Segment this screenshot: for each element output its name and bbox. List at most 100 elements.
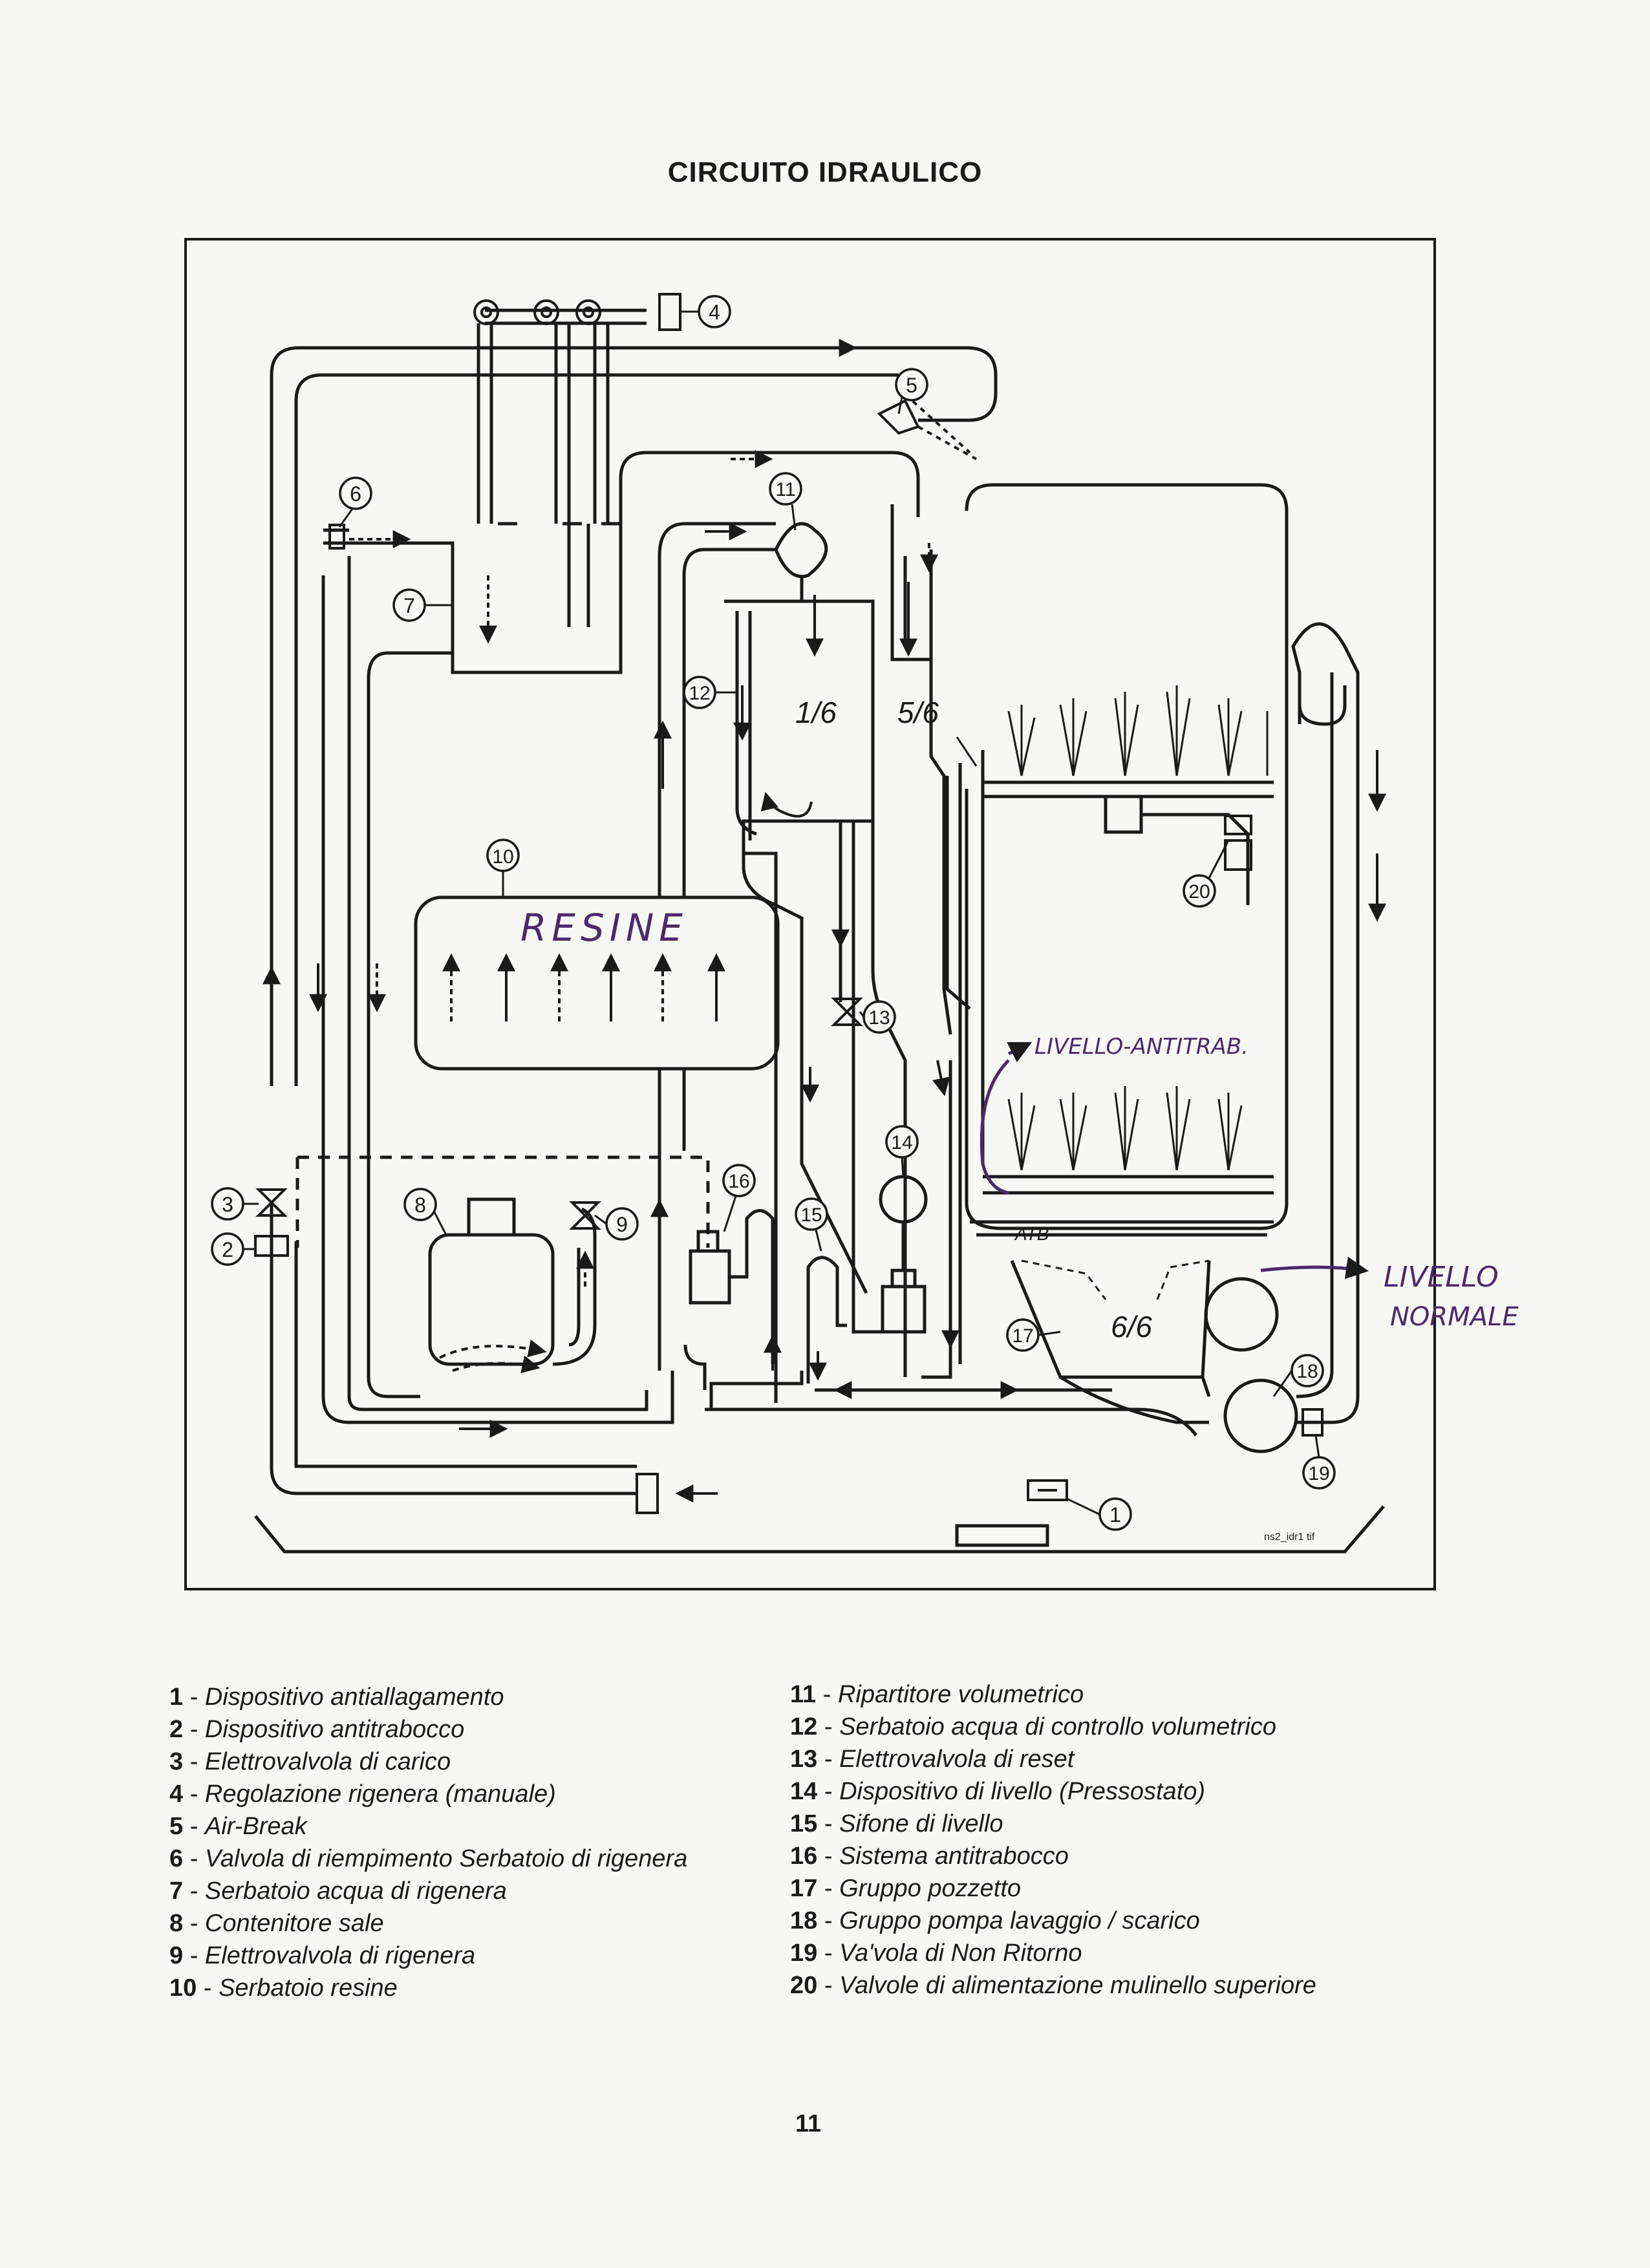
volumetric-divider <box>774 522 828 601</box>
legend-item-number: 18 <box>790 1907 818 1934</box>
callout-3: 3 <box>211 1187 244 1221</box>
legend-item: 9 - Elettrovalvola di rigenera <box>169 1942 476 1969</box>
bottom-loop-pipe <box>321 1371 674 1424</box>
drain-hose <box>1291 622 1360 1424</box>
callout-2: 2 <box>211 1232 244 1266</box>
legend-item: 14 - Dispositivo di livello (Pressostato… <box>790 1778 1206 1805</box>
legend-left: 1 - Dispositivo antiallagamento 2 - Dispo… <box>169 1681 687 2004</box>
regeneration-solenoid-valve <box>569 1201 601 1230</box>
legend-item-text: Regolazione rigenera (manuale) <box>204 1781 556 1808</box>
legend-item: 17 - Gruppo pozzetto <box>790 1875 1022 1902</box>
legend-item-text: Sifone di livello <box>839 1810 1003 1837</box>
legend-item: 19 - Va'vola di Non Ritorno <box>790 1940 1082 1967</box>
legend-item: 18 - Gruppo pompa lavaggio / scarico <box>790 1907 1200 1934</box>
callout-15: 15 <box>795 1197 828 1231</box>
diagram-frame <box>184 238 1436 1590</box>
svg-text:4: 4 <box>709 301 720 324</box>
callout-5: 5 <box>895 368 928 401</box>
reset-solenoid-valve <box>831 998 863 1026</box>
legend-item: 10 - Serbatoio resine <box>169 1974 398 2002</box>
legend-item: 1 - Dispositivo antiallagamento <box>169 1684 504 1711</box>
label-one-sixth: 1/6 <box>795 696 837 729</box>
legend-item-number: 7 <box>169 1878 184 1905</box>
callout-4: 4 <box>698 295 731 328</box>
callout-1: 1 <box>1098 1497 1132 1531</box>
legend-item: 2 - Dispositivo antitrabocco <box>169 1716 465 1743</box>
legend-item-text: Serbatoio acqua di rigenera <box>204 1878 507 1905</box>
sump-dashed-level <box>1021 1259 1210 1300</box>
legend-item-number: 20 <box>790 1972 818 1999</box>
legend-item-number: 15 <box>790 1810 818 1837</box>
legend-item-text: Gruppo pozzetto <box>839 1875 1022 1902</box>
salt-container <box>428 1233 555 1366</box>
legend-item-text: Sistema antitrabocco <box>839 1843 1069 1870</box>
legend-item-text: Air-Break <box>204 1813 307 1840</box>
svg-text:17: 17 <box>1012 1325 1033 1347</box>
level-siphon <box>806 1256 847 1384</box>
label-livello-normale-1: LIVELLO <box>1384 1261 1499 1294</box>
legend-item-number: 11 <box>790 1681 817 1708</box>
resin-tank <box>414 895 780 1071</box>
legend-item-number: 1 <box>169 1684 184 1711</box>
legend-item-number: 13 <box>790 1746 818 1773</box>
legend-item-number: 10 <box>169 1974 197 2002</box>
callouts: 1 2 3 4 5 6 7 8 9 10 11 12 13 14 15 16 1… <box>211 295 1336 1531</box>
legend-item-text: Contenitore sale <box>204 1910 384 1937</box>
top-spray-valves <box>1224 815 1252 871</box>
wash-tub <box>965 483 1289 1230</box>
return-pipe-outer <box>270 1203 637 1495</box>
callout-17: 17 <box>1006 1318 1040 1352</box>
svg-text:3: 3 <box>222 1193 233 1216</box>
flow-arrows <box>262 339 1386 1503</box>
callout-13: 13 <box>862 1000 896 1034</box>
legend-item-text: Dispositivo antiallagamento <box>204 1684 504 1711</box>
svg-text:15: 15 <box>800 1204 822 1226</box>
label-livello-normale-2: NORMALE <box>1390 1302 1519 1332</box>
legend-item: 6 - Valvola di riempimento Serbatoio di … <box>169 1845 688 1872</box>
legend-item-number: 14 <box>790 1778 818 1805</box>
svg-text:16: 16 <box>728 1171 749 1192</box>
svg-text:14: 14 <box>891 1132 912 1153</box>
callout-9: 9 <box>605 1207 639 1241</box>
legend-item-text: Valvole di alimentazione mulinello super… <box>839 1972 1316 1999</box>
svg-text:12: 12 <box>689 683 710 704</box>
anti-flood-device <box>1027 1479 1068 1501</box>
legend-item-number: 19 <box>790 1940 818 1967</box>
callout-14: 14 <box>885 1125 919 1159</box>
svg-text:10: 10 <box>492 846 513 868</box>
anti-overflow-system <box>689 1249 731 1305</box>
legend-item-text: Dispositivo antitrabocco <box>204 1716 465 1743</box>
svg-text:18: 18 <box>1296 1361 1318 1382</box>
lower-spray-arm <box>983 1175 1274 1195</box>
callout-8: 8 <box>403 1188 437 1221</box>
legend-item-text: Elettrovalvola di carico <box>204 1748 451 1775</box>
legend-item-number: 5 <box>169 1813 184 1840</box>
legend-item: 7 - Serbatoio acqua di rigenera <box>169 1878 507 1905</box>
svg-text:2: 2 <box>222 1238 233 1261</box>
legend-item: 4 - Regolazione rigenera (manuale) <box>169 1781 556 1808</box>
callout-16: 16 <box>722 1164 756 1197</box>
legend-item-number: 17 <box>790 1875 818 1902</box>
legend-item-number: 4 <box>169 1781 184 1808</box>
legend-item-number: 8 <box>169 1910 184 1937</box>
legend-item-text: Gruppo pompa lavaggio / scarico <box>839 1907 1200 1934</box>
svg-text:9: 9 <box>616 1213 628 1236</box>
label-livello-antitrab: LIVELLO-ANTITRAB. <box>1034 1034 1248 1060</box>
svg-text:11: 11 <box>775 479 795 500</box>
base-tray <box>254 1505 1385 1554</box>
regen-manifold <box>485 308 647 325</box>
file-tag: ns2_idr1 tif <box>1264 1532 1315 1543</box>
pressure-switch <box>881 1285 927 1334</box>
legend-item-number: 2 <box>169 1716 184 1743</box>
callout-6: 6 <box>339 476 372 510</box>
svg-text:1: 1 <box>1109 1503 1121 1526</box>
legend-item-text: Valvola di riempimento Serbatoio di rige… <box>204 1845 688 1872</box>
fill-valve-regeneration-tank <box>328 524 345 550</box>
inner-supply-pipe <box>294 373 899 1086</box>
legend-item: 13 - Elettrovalvola di reset <box>790 1746 1075 1773</box>
callout-11: 11 <box>769 472 802 506</box>
callout-19: 19 <box>1302 1456 1336 1490</box>
return-pipe-inner <box>294 1241 637 1468</box>
